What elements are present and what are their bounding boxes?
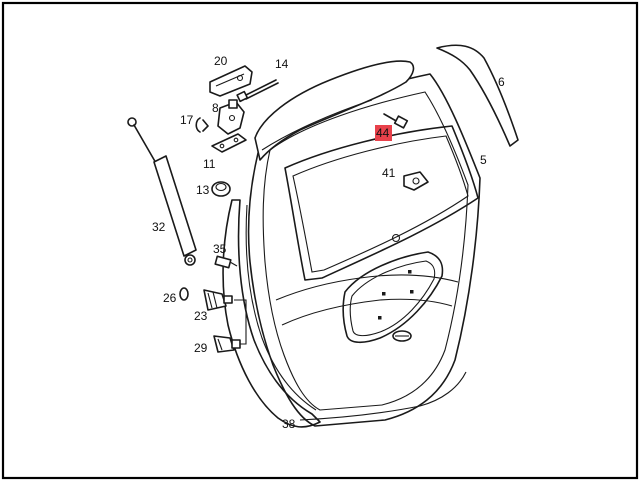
callout-23: 23	[194, 309, 208, 323]
assembly-bracket-line	[234, 299, 247, 345]
trim-strip	[436, 44, 519, 147]
callout-13: 13	[196, 183, 210, 197]
o-ring	[179, 287, 189, 301]
callout-5: 5	[480, 153, 487, 167]
gas-strut	[127, 117, 197, 266]
screw	[383, 113, 409, 129]
fastener	[214, 255, 238, 269]
callout-41: 41	[382, 166, 396, 180]
bump-stop	[211, 181, 231, 197]
wiper-mount	[403, 171, 429, 191]
hinge-plate	[211, 133, 247, 153]
callout-11: 11	[203, 157, 216, 171]
callout-35: 35	[213, 242, 227, 256]
callout-17: 17	[180, 113, 194, 127]
callout-6: 6	[498, 75, 505, 89]
callout-14: 14	[275, 57, 289, 71]
release-switch	[213, 335, 241, 353]
callout-26: 26	[163, 291, 177, 305]
callout-20: 20	[214, 54, 228, 68]
callout-29: 29	[194, 341, 208, 355]
callout-8: 8	[212, 101, 219, 115]
retaining-clip	[195, 117, 209, 133]
tailgate-seal	[222, 199, 467, 428]
callout-labels: 20 14 8 17 11 13 32 35 26 23 29 38 44 41…	[152, 54, 505, 431]
rear-window	[284, 125, 479, 281]
roof-spoiler	[254, 60, 415, 161]
hinge	[209, 65, 253, 97]
hinge-bolt	[236, 79, 279, 103]
callout-32: 32	[152, 220, 166, 234]
lock-cylinder	[203, 289, 233, 311]
callout-38: 38	[282, 417, 296, 431]
callout-44: 44	[376, 126, 390, 140]
license-plate-recess	[342, 251, 444, 344]
hinge-bracket	[217, 99, 245, 135]
callout-44-highlight	[375, 125, 392, 141]
